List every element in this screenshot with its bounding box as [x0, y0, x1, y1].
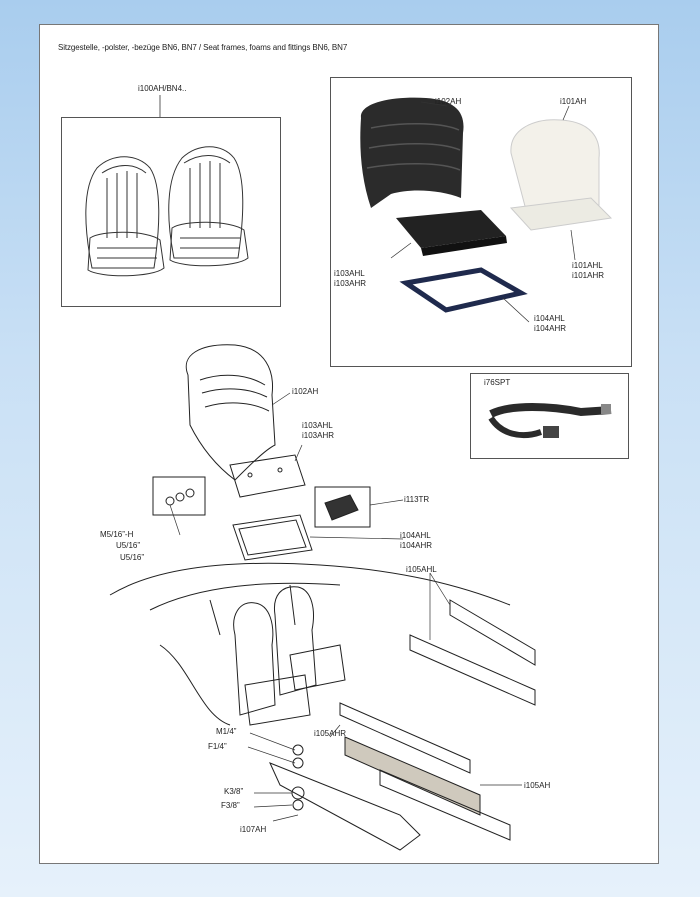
label-i101-photo: i101AH	[560, 97, 587, 106]
label-u5-a: U5/16”	[116, 541, 141, 550]
label-i104-diag-l: i104AHL	[400, 531, 431, 540]
exploded-diagram	[109, 344, 536, 851]
seat-belt-photo	[488, 403, 612, 439]
label-i105ah: i105AH	[524, 781, 551, 790]
seat-sketch-drawing	[85, 146, 249, 277]
page-title: Sitzgestelle, -polster, -bezüge BN6, BN7…	[58, 43, 348, 52]
label-i103-photo-r: i103AHR	[334, 279, 367, 288]
label-i104-photo-r: i104AHR	[534, 324, 567, 333]
label-i113: i113TR	[404, 495, 430, 504]
seat-sketch-box	[61, 117, 281, 307]
label-i104-diag-r: i104AHR	[400, 541, 433, 550]
label-u5-b: U5/16”	[120, 553, 145, 562]
label-k38: K3/8”	[224, 787, 244, 796]
seat-parts-photo-box	[330, 77, 632, 367]
label-f38: F3/8”	[221, 801, 240, 810]
label-f14: F1/4”	[208, 742, 227, 751]
label-i101-l: i101AHL	[572, 261, 603, 270]
label-i101-r: i101AHR	[572, 271, 605, 280]
label-i107: i107AH	[240, 825, 267, 834]
seat-belt-box	[470, 373, 629, 459]
label-i105ahr: i105AHR	[314, 729, 347, 738]
label-i100: i100AH/BN4..	[138, 84, 187, 93]
label-i76: i76SPT	[484, 378, 511, 387]
label-i103-diag-r: i103AHR	[302, 431, 335, 440]
label-m14: M1/4”	[216, 727, 237, 736]
label-i103-diag-l: i103AHL	[302, 421, 333, 430]
seat-parts-photo	[360, 97, 613, 323]
label-m5: M5/16”-H	[100, 530, 134, 539]
label-i102-photo: i102AH	[435, 97, 462, 106]
label-i102-diag: i102AH	[292, 387, 319, 396]
label-i105ahl: i105AHL	[406, 565, 437, 574]
label-i103-photo-l: i103AHL	[334, 269, 365, 278]
label-i104-photo-l: i104AHL	[534, 314, 565, 323]
catalog-page: Sitzgestelle, -polster, -bezüge BN6, BN7…	[39, 24, 659, 864]
